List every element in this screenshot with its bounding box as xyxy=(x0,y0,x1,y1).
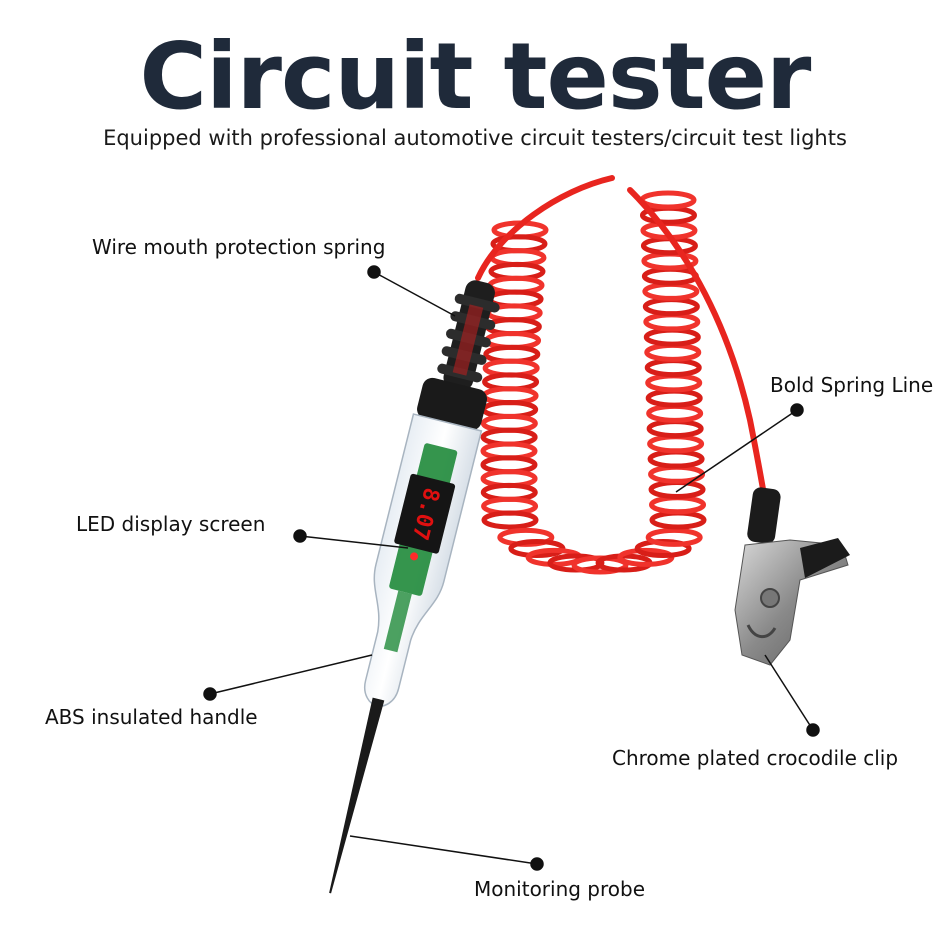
callout-leaders xyxy=(203,265,820,871)
tester-body: 8.07 xyxy=(329,280,500,894)
label-abs-handle: ABS insulated handle xyxy=(45,705,258,729)
coil-turn xyxy=(641,266,699,286)
coil-turn xyxy=(646,419,704,439)
coil-turn xyxy=(643,327,701,347)
protection-spring xyxy=(437,280,500,391)
coil-turn xyxy=(481,510,539,530)
coil-turn xyxy=(646,403,704,423)
coiled-cable xyxy=(480,190,707,575)
label-protection-spring: Wire mouth protection spring xyxy=(92,235,386,259)
coil-turn xyxy=(639,190,697,210)
coil-turn xyxy=(647,434,705,454)
page-subtitle: Equipped with professional automotive ci… xyxy=(103,126,847,150)
cable-to-coil xyxy=(475,175,615,281)
coil-turn xyxy=(644,358,702,378)
coil-turn xyxy=(644,342,702,362)
coil-turn xyxy=(643,312,701,332)
label-bold-spring-line: Bold Spring Line xyxy=(770,373,934,397)
coil-turn xyxy=(642,281,700,301)
probe-needle xyxy=(329,697,385,894)
page-title: Circuit tester xyxy=(139,23,812,130)
coil-turn xyxy=(645,388,703,408)
tester-cap xyxy=(417,377,488,431)
coil-turn xyxy=(642,297,700,317)
coil-turn xyxy=(648,480,706,500)
coil-turn xyxy=(645,527,703,547)
label-crocodile-clip: Chrome plated crocodile clip xyxy=(612,746,899,770)
coil-turn xyxy=(645,373,703,393)
straight-cable xyxy=(627,187,768,503)
led-display-screen xyxy=(394,473,456,554)
coil-turn xyxy=(647,449,705,469)
label-led-display: LED display screen xyxy=(76,512,266,536)
crocodile-clip xyxy=(734,487,850,666)
coil-turn xyxy=(649,510,707,530)
coil-turn xyxy=(649,495,707,515)
label-monitoring-probe: Monitoring probe xyxy=(474,877,646,901)
